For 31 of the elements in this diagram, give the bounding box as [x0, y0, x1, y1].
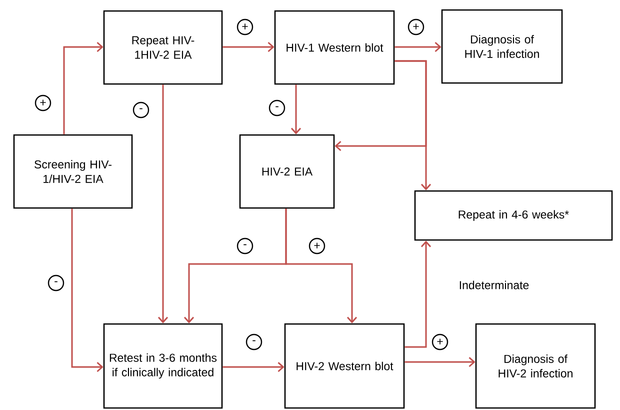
arrow	[404, 240, 432, 348]
process-box: Screening HIV-1/HIV-2 EIA	[13, 134, 133, 209]
edge-label: -	[246, 334, 262, 350]
arrow	[404, 356, 476, 368]
arrow	[222, 362, 284, 372]
process-box: Repeat HIV-1HIV-2 EIA	[103, 10, 223, 85]
process-box: HIV-2 EIA	[239, 134, 335, 209]
edge-label: -	[48, 274, 64, 292]
edge-label: +	[308, 238, 326, 254]
process-box: Diagnosis of HIV-2 infection	[475, 323, 596, 409]
arrow	[158, 84, 168, 324]
process-box: Repeat in 4-6 weeks*	[414, 190, 613, 241]
arrow	[71, 208, 104, 372]
edge-label: +	[34, 94, 52, 112]
edge-label: +	[408, 18, 424, 36]
arrow	[290, 84, 302, 134]
edge-label: -	[236, 238, 254, 254]
edge-label: -	[268, 100, 286, 116]
arrow	[394, 60, 432, 190]
arrow	[394, 42, 442, 52]
arrow	[285, 208, 358, 324]
edge-label: +	[236, 18, 254, 36]
arrow	[63, 42, 104, 134]
edge-label: +	[432, 334, 448, 350]
edge-label: Indeterminate	[458, 280, 530, 290]
process-box: Diagnosis of HIV-1 infection	[441, 9, 563, 84]
edge-label: -	[132, 102, 150, 118]
process-box: HIV-2 Western blot	[284, 323, 405, 409]
arrow	[222, 42, 274, 52]
process-box: HIV-1 Western blot	[274, 10, 395, 85]
process-box: Retest in 3-6 months if clinically indicated	[103, 323, 223, 409]
